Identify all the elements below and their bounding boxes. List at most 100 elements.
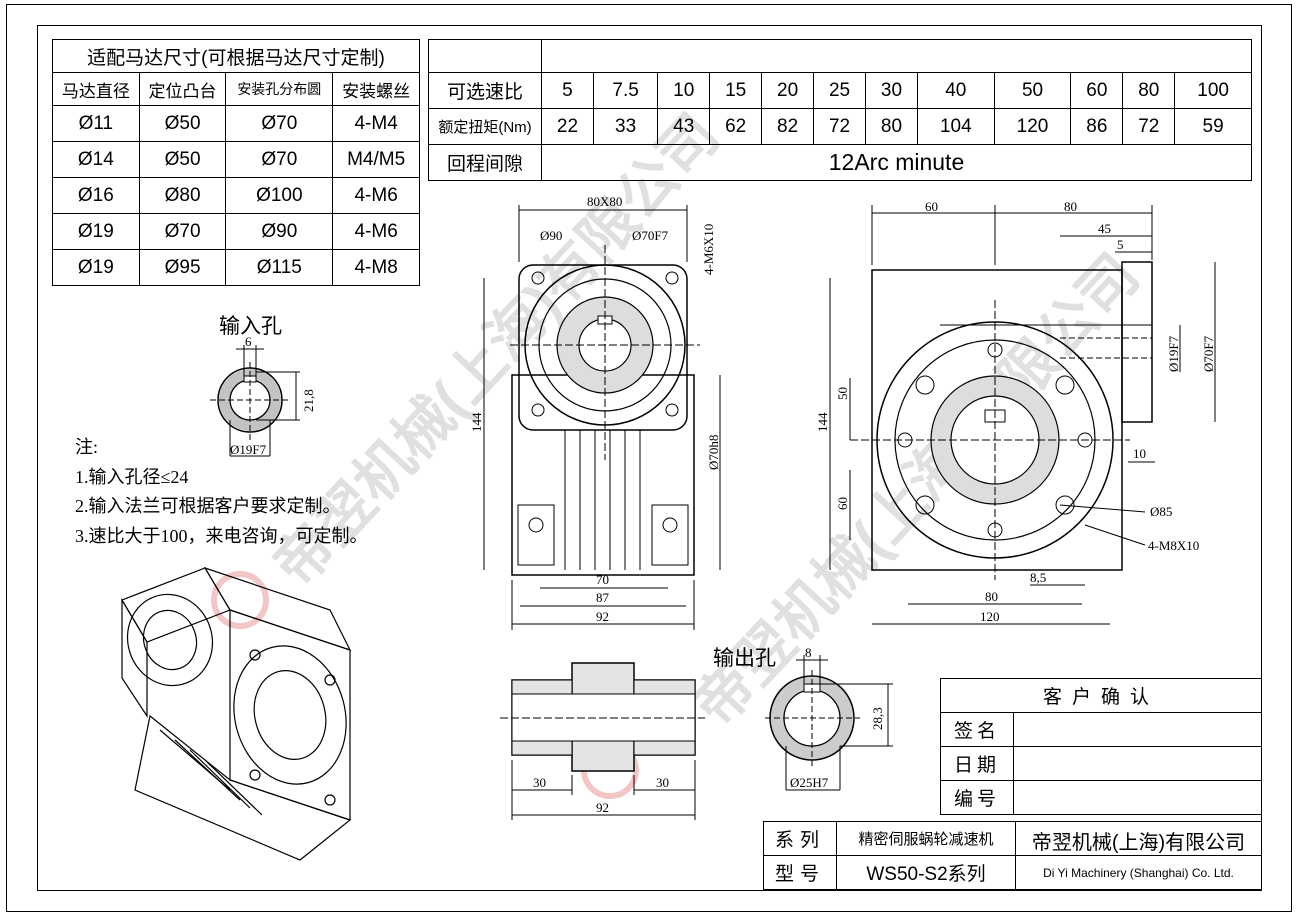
motor-cell: Ø70 xyxy=(138,213,227,250)
confirm-signature-label: 签名 xyxy=(940,712,1014,747)
side-top-right-label: 80 xyxy=(1064,199,1077,214)
ratio-cell: 15 xyxy=(709,72,763,109)
input-key-width-label: 6 xyxy=(245,334,252,349)
motor-row: Ø19 Ø95 Ø115 4-M8 xyxy=(52,249,420,286)
side-height-label: 144 xyxy=(815,412,830,432)
shaft-drawing: 30 30 92 xyxy=(500,662,705,820)
ratio-cell: 5 xyxy=(541,72,594,109)
series-label: 系列 xyxy=(763,821,837,856)
confirm-signature-field[interactable] xyxy=(1013,712,1262,747)
company-name: 帝翌机械(上海)有限公司 xyxy=(1015,821,1262,856)
ratio-cell: 100 xyxy=(1174,72,1252,109)
isometric-view-drawing xyxy=(121,566,352,861)
motor-table-title: 适配马达尺寸(可根据马达尺寸定制) xyxy=(52,39,420,73)
notes-title: 注: xyxy=(75,437,99,457)
torque-cell: 43 xyxy=(657,108,711,145)
motor-cell: Ø95 xyxy=(138,249,227,286)
front-thread-label: 4-M6X10 xyxy=(701,224,716,275)
motor-cell: 4-M8 xyxy=(332,249,420,286)
side-d85-label: Ø85 xyxy=(1150,504,1172,519)
customer-confirm-table: 客户确认 签名 日期 编号 xyxy=(940,678,1262,815)
company-english-name: Di Yi Machinery (Shanghai) Co. Ltd. xyxy=(1015,855,1262,890)
motor-cell: Ø90 xyxy=(225,213,334,250)
confirm-title: 客户确认 xyxy=(940,678,1262,713)
ratio-cell: 60 xyxy=(1070,72,1124,109)
front-height-label: 144 xyxy=(469,412,484,432)
ratio-cell: 40 xyxy=(916,72,995,109)
motor-header: 定位凸台 xyxy=(138,72,227,106)
title-block: 系列 精密伺服蜗轮减速机 帝翌机械(上海)有限公司 型号 WS50-S2系列 D… xyxy=(763,821,1262,890)
input-bore-label: Ø19F7 xyxy=(230,442,267,457)
backlash-value: 12Arc minute xyxy=(541,144,1252,181)
note-item: 1.输入孔径≤24 xyxy=(75,467,189,487)
front-w70-label: 70 xyxy=(596,572,609,587)
side-w80-label: 80 xyxy=(985,589,998,604)
side-view-drawing: 60 80 45 5 Ø19F7 Ø70F7 144 50 60 10 Ø85 … xyxy=(815,199,1216,625)
sheet-border xyxy=(6,4,1292,912)
motor-row: Ø19 Ø70 Ø90 4-M6 xyxy=(52,213,420,250)
front-pilot-label: Ø70F7 xyxy=(632,228,669,243)
torque-cell: 62 xyxy=(709,108,763,145)
front-view-drawing: 80X80 Ø90 Ø70F7 4-M6X10 144 Ø70h8 70 87 … xyxy=(469,194,721,630)
confirm-date-label: 日期 xyxy=(940,746,1014,781)
output-hole-title: 输出孔 xyxy=(713,646,776,670)
motor-size-table: 适配马达尺寸(可根据马达尺寸定制) 马达直径 定位凸台 安装孔分布圆 安装螺丝 … xyxy=(52,39,420,286)
output-bore-label: Ø25H7 xyxy=(790,775,829,790)
side-top-left-label: 60 xyxy=(925,199,938,214)
side-h60-label: 60 xyxy=(835,497,850,510)
shaft-left-label: 30 xyxy=(533,775,546,790)
motor-row: Ø16 Ø80 Ø100 4-M6 xyxy=(52,177,420,214)
torque-cell: 120 xyxy=(993,108,1072,145)
torque-cell: 72 xyxy=(813,108,867,145)
motor-cell: Ø11 xyxy=(52,105,140,142)
shaft-right-label: 30 xyxy=(656,775,669,790)
motor-cell: Ø100 xyxy=(225,177,334,214)
torque-label: 额定扭矩(Nm) xyxy=(428,108,542,145)
model-value: WS50-S2系列 xyxy=(836,855,1016,890)
motor-cell: Ø50 xyxy=(138,105,227,142)
input-hole-title: 输入孔 xyxy=(219,314,282,338)
front-w87-label: 87 xyxy=(596,590,610,605)
note-item: 3.速比大于100，来电咨询，可定制。 xyxy=(75,526,368,546)
output-key-width-label: 8 xyxy=(805,645,812,660)
confirm-number-label: 编号 xyxy=(940,780,1014,815)
input-hole-drawing: 6 21,8 Ø19F7 xyxy=(210,334,316,457)
ratio-torque-table: 可选速比 5 7.5 10 15 20 25 30 40 50 60 80 10… xyxy=(428,39,1252,181)
drawing-frame xyxy=(37,25,1262,891)
motor-cell: Ø70 xyxy=(225,141,334,178)
logo-mark-1 xyxy=(211,571,269,629)
shaft-total-label: 92 xyxy=(596,800,609,815)
side-d5-label: 5 xyxy=(1117,237,1124,252)
torque-cell: 33 xyxy=(592,108,659,145)
motor-cell: Ø70 xyxy=(225,105,334,142)
confirm-date-field[interactable] xyxy=(1013,746,1262,781)
side-h50-label: 50 xyxy=(835,387,850,400)
front-w92-label: 92 xyxy=(596,609,609,624)
input-key-height-label: 21,8 xyxy=(301,389,316,412)
series-value: 精密伺服蜗轮减速机 xyxy=(836,821,1016,856)
ratio-cell: 80 xyxy=(1122,72,1176,109)
backlash-label: 回程间隙 xyxy=(428,144,542,181)
side-d85b-label: 8,5 xyxy=(1030,570,1046,585)
motor-header: 安装螺丝 xyxy=(332,72,420,106)
output-key-height-label: 28,3 xyxy=(870,707,885,730)
motor-cell: Ø14 xyxy=(52,141,140,178)
torque-cell: 80 xyxy=(865,108,918,145)
ratio-cell: 7.5 xyxy=(592,72,659,109)
side-d10-label: 10 xyxy=(1133,446,1146,461)
output-hole-drawing: 8 28,3 Ø25H7 xyxy=(765,645,893,791)
motor-cell: 4-M6 xyxy=(332,213,420,250)
model-label: 型号 xyxy=(763,855,837,890)
front-flange-label: 80X80 xyxy=(587,194,622,209)
motor-cell: Ø115 xyxy=(225,249,334,286)
motor-cell: Ø16 xyxy=(52,177,140,214)
side-w120-label: 120 xyxy=(980,609,1000,624)
side-thread-label: 4-M8X10 xyxy=(1148,538,1199,553)
confirm-number-field[interactable] xyxy=(1013,780,1262,815)
side-d70-label: Ø70F7 xyxy=(1201,335,1216,372)
front-body-label: Ø70h8 xyxy=(706,435,721,470)
front-pcd-label: Ø90 xyxy=(540,228,562,243)
note-item: 2.输入法兰可根据客户要求定制。 xyxy=(75,496,341,516)
motor-cell: Ø19 xyxy=(52,213,140,250)
